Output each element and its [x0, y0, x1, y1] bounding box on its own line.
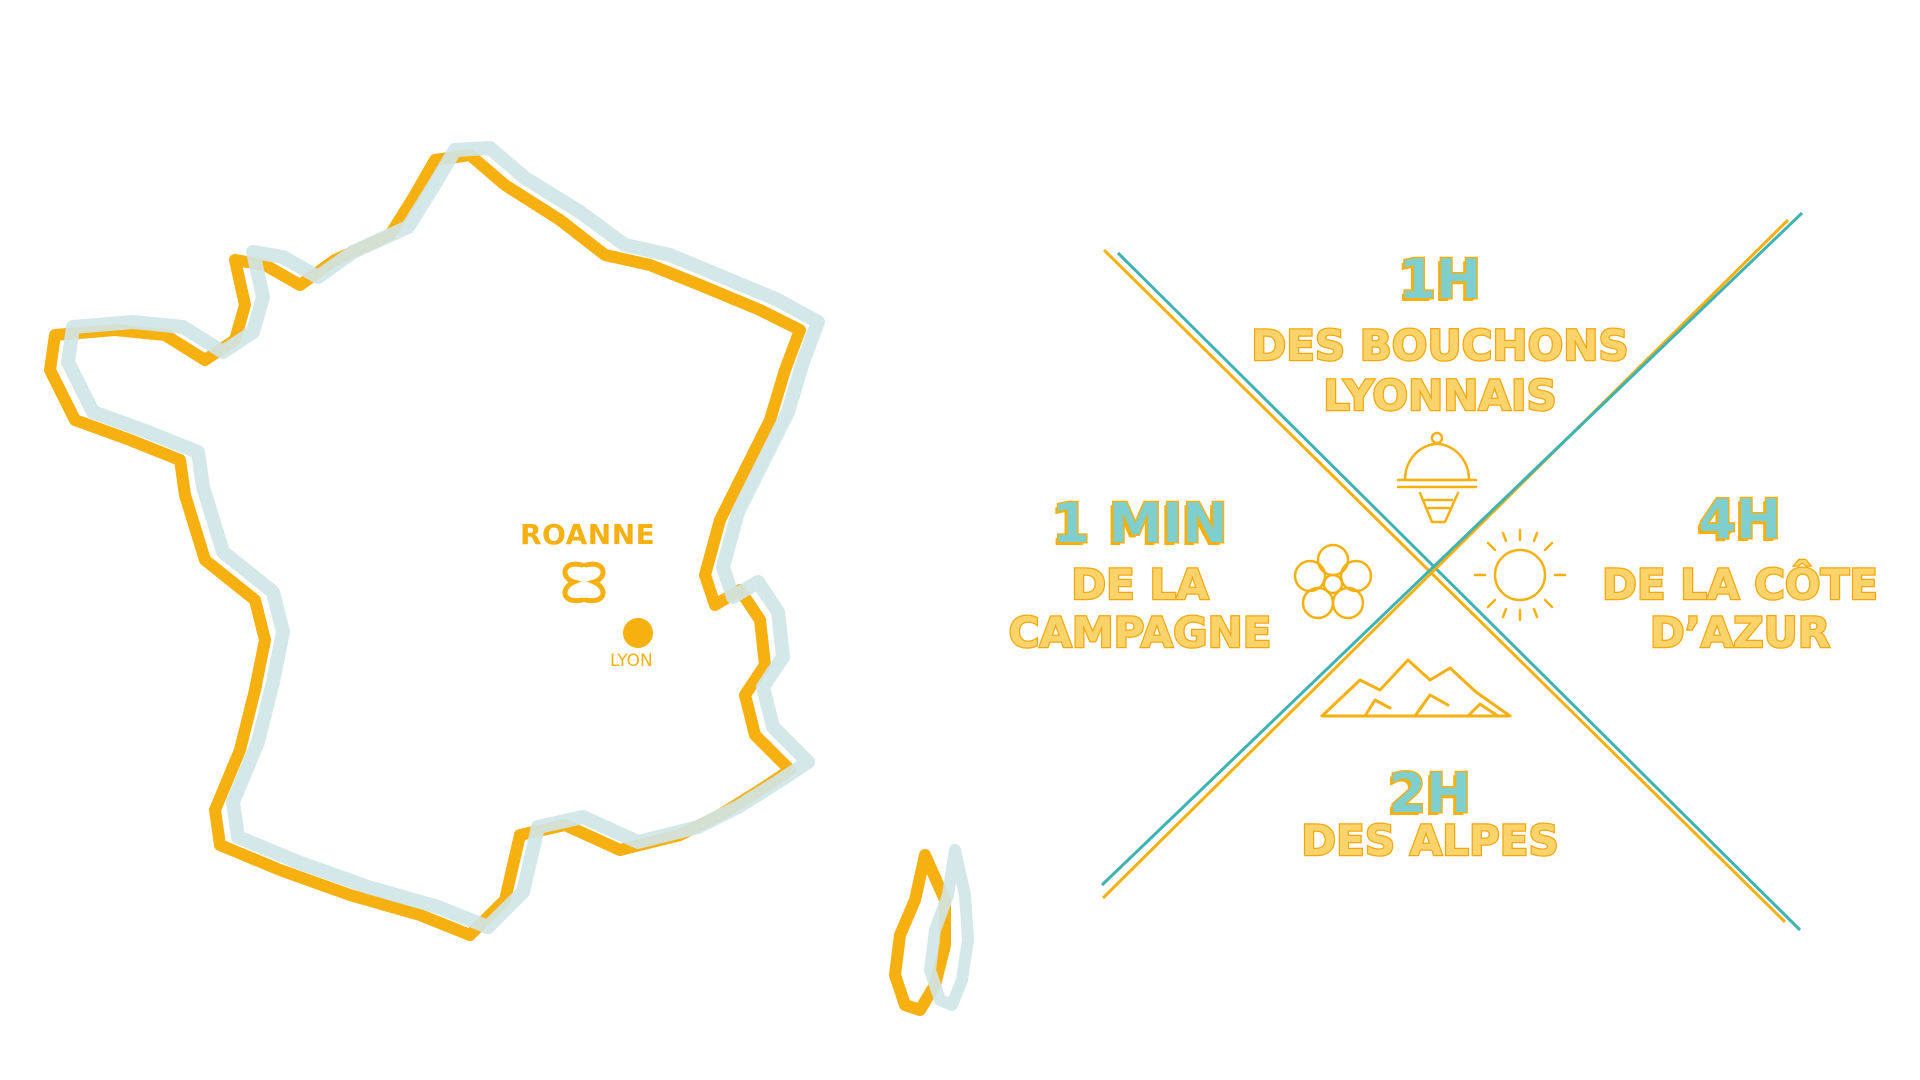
france-outline-yellow	[44, 149, 806, 941]
distance-left-line1: DE LA	[1070, 560, 1210, 609]
distance-top-line1: DES BOUCHONS	[1250, 321, 1630, 370]
distance-left-line2: CAMPAGNE	[1007, 608, 1272, 657]
distance-left-time: 1 MIN	[1051, 491, 1229, 557]
mountain-icon	[1320, 658, 1512, 718]
cloche-icon	[1396, 431, 1478, 524]
sun-icon	[1473, 528, 1567, 622]
distance-top-line2: LYONNAIS	[1322, 371, 1558, 420]
distance-right-line1: DE LA CÔTE	[1601, 560, 1879, 609]
flower-icon	[1293, 543, 1373, 620]
roanne-logo-icon	[562, 561, 606, 604]
cross-line-2-teal	[1100, 211, 1804, 887]
distance-bottom-time: 2H	[1387, 761, 1473, 827]
city-label-roanne: ROANNE	[520, 518, 656, 551]
distance-right-time: 4H	[1697, 487, 1783, 553]
distance-right-line2: D’AZUR	[1649, 608, 1832, 657]
corsica-outline-blue	[924, 844, 974, 1011]
cross-line-2-yellow	[1101, 218, 1790, 900]
cross-line-1-yellow	[1102, 248, 1787, 924]
distance-top-time: 1H	[1397, 247, 1483, 313]
corsica-outline-yellow	[889, 849, 951, 1016]
france-outline-blue	[61, 141, 825, 934]
distance-bottom-line1: DES ALPES	[1300, 816, 1560, 865]
lyon-dot-icon	[623, 618, 653, 648]
cross-line-1-teal	[1116, 251, 1802, 932]
city-label-lyon: LYON	[610, 651, 653, 671]
